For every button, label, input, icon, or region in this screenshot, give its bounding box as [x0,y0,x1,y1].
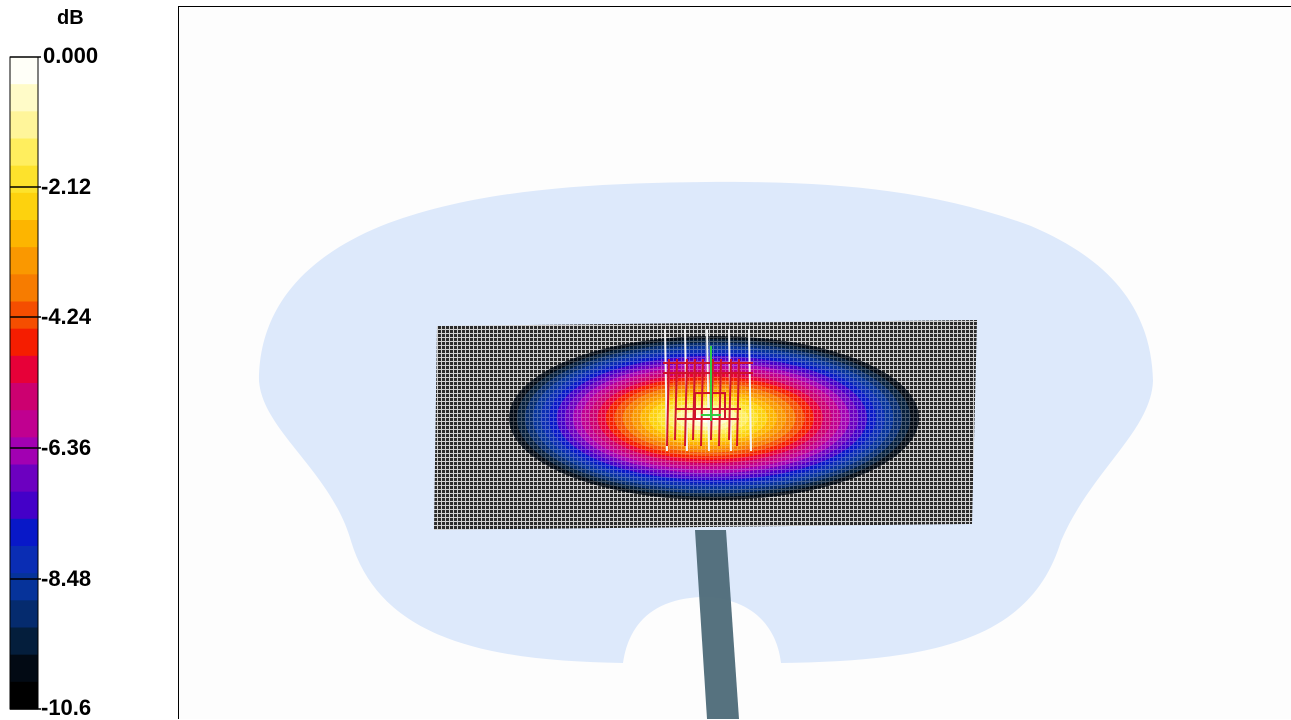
legend-color-band [10,138,38,167]
legend-colorbar [9,56,41,710]
legend-color-band [10,654,38,683]
legend-color-band [10,600,38,629]
legend-tick-label: -4.24 [41,304,92,329]
legend-tick-label: 0.000 [43,43,99,68]
legend-color-band [10,573,38,601]
legend-tick-label: -10.6 [41,695,92,720]
legend-color-band [10,84,38,112]
legend-color-band [10,383,38,411]
legend-color-band [10,410,38,438]
device-rod [748,328,752,452]
legend-color-band [10,57,38,85]
antenna-device [663,328,753,452]
3d-viewport[interactable] [178,6,1291,719]
color-legend: dB 0.000 -2.12 -4.24 -6.36 -8.48 -10.6 [0,0,178,719]
legend-tick-label: -6.36 [41,435,92,460]
legend-color-band [10,165,38,194]
legend-color-band [10,220,38,248]
legend-color-band [10,681,38,710]
device-rod [706,328,710,452]
legend-color-band [10,111,38,140]
legend-color-band [10,247,38,275]
legend-color-band [10,328,38,357]
legend-color-band [10,274,38,303]
legend-color-band [10,192,38,221]
legend-color-band [10,301,38,330]
legend-tick-label: -2.12 [41,174,92,199]
device-stand [695,530,739,719]
legend-color-band [10,491,38,520]
legend-color-band [10,437,38,466]
scene-canvas [259,181,1153,719]
legend-color-band [10,355,38,384]
legend-color-band [10,546,38,574]
legend-unit-label: dB [57,7,84,29]
legend-color-band [10,464,38,493]
legend-color-band [10,518,38,547]
legend-color-band [10,627,38,656]
legend-tick-label: -8.48 [41,566,92,591]
